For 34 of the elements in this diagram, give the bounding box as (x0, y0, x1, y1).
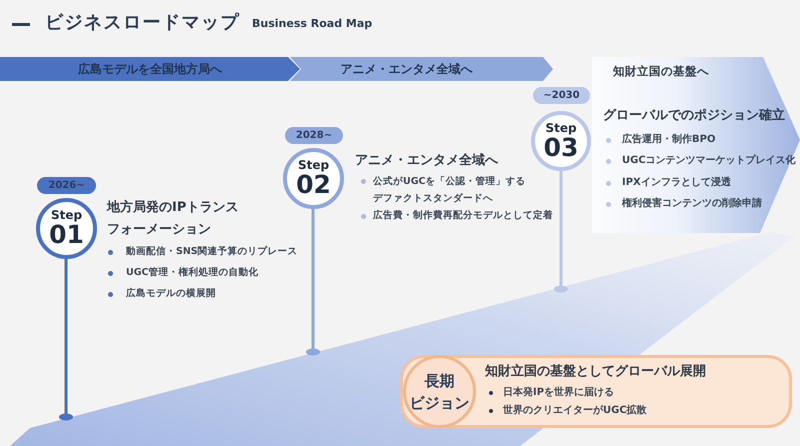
bullet-text: 日本発IPを世界に届ける (503, 386, 614, 400)
bullet-text: 広島モデルの横展開 (126, 287, 216, 301)
phase-banner (0, 57, 300, 81)
bullet-text: 公式がUGCを「公認・管理」するデファクトスタンダードへ (373, 175, 526, 206)
date-badge: 2028~ (285, 127, 343, 144)
phase-label: 知財立国の基盤へ (613, 64, 709, 79)
step-label: Step (298, 159, 330, 172)
phase-label: 広島モデルを全国地方局へ (78, 60, 222, 78)
date-badge: ~2030 (533, 87, 590, 104)
step-label: Step (50, 209, 82, 222)
step-heading: アニメ・エンタメ全域へ (355, 152, 498, 170)
date-badge: 2026~ (37, 177, 96, 194)
bullet-text: 広告運用・制作BPO (622, 133, 716, 147)
bullet-text: UGCコンテンツマーケットプレイス化 (622, 154, 796, 168)
phase-label: アニメ・エンタメ全域へ (340, 60, 472, 78)
step-heading: 地方局発のIPトランスフォーメーション (107, 198, 240, 239)
page-subtitle: Business Road Map (252, 17, 372, 31)
page-title: ビジネスロードマップ (45, 11, 240, 35)
bullet-text: UGC管理・権利処理の自動化 (126, 266, 258, 280)
step-heading: グローバルでのポジション確立 (603, 107, 785, 125)
bullet-text: IPXインフラとして浸透 (622, 176, 731, 190)
step-number: 01 (49, 222, 84, 248)
vision-panel (400, 355, 792, 428)
phase-panel (592, 57, 800, 233)
bullet-text: 広告費・制作費再配分モデルとして定着 (373, 209, 553, 223)
step-number: 02 (296, 172, 331, 198)
bullet-text: 権利侵害コンテンツの削除申請 (622, 197, 762, 211)
vision-circle (403, 355, 476, 428)
vision-heading: 知財立国の基盤としてグローバル展開 (485, 363, 706, 381)
bullet-text: 動画配信・SNS関連予算のリプレース (126, 245, 298, 259)
vision-label: 長期ビジョン (408, 370, 470, 414)
step-label: Step (545, 122, 577, 134)
bullet-text: 世界のクリエイターがUGC拡散 (503, 404, 647, 418)
step-number: 03 (544, 134, 578, 160)
